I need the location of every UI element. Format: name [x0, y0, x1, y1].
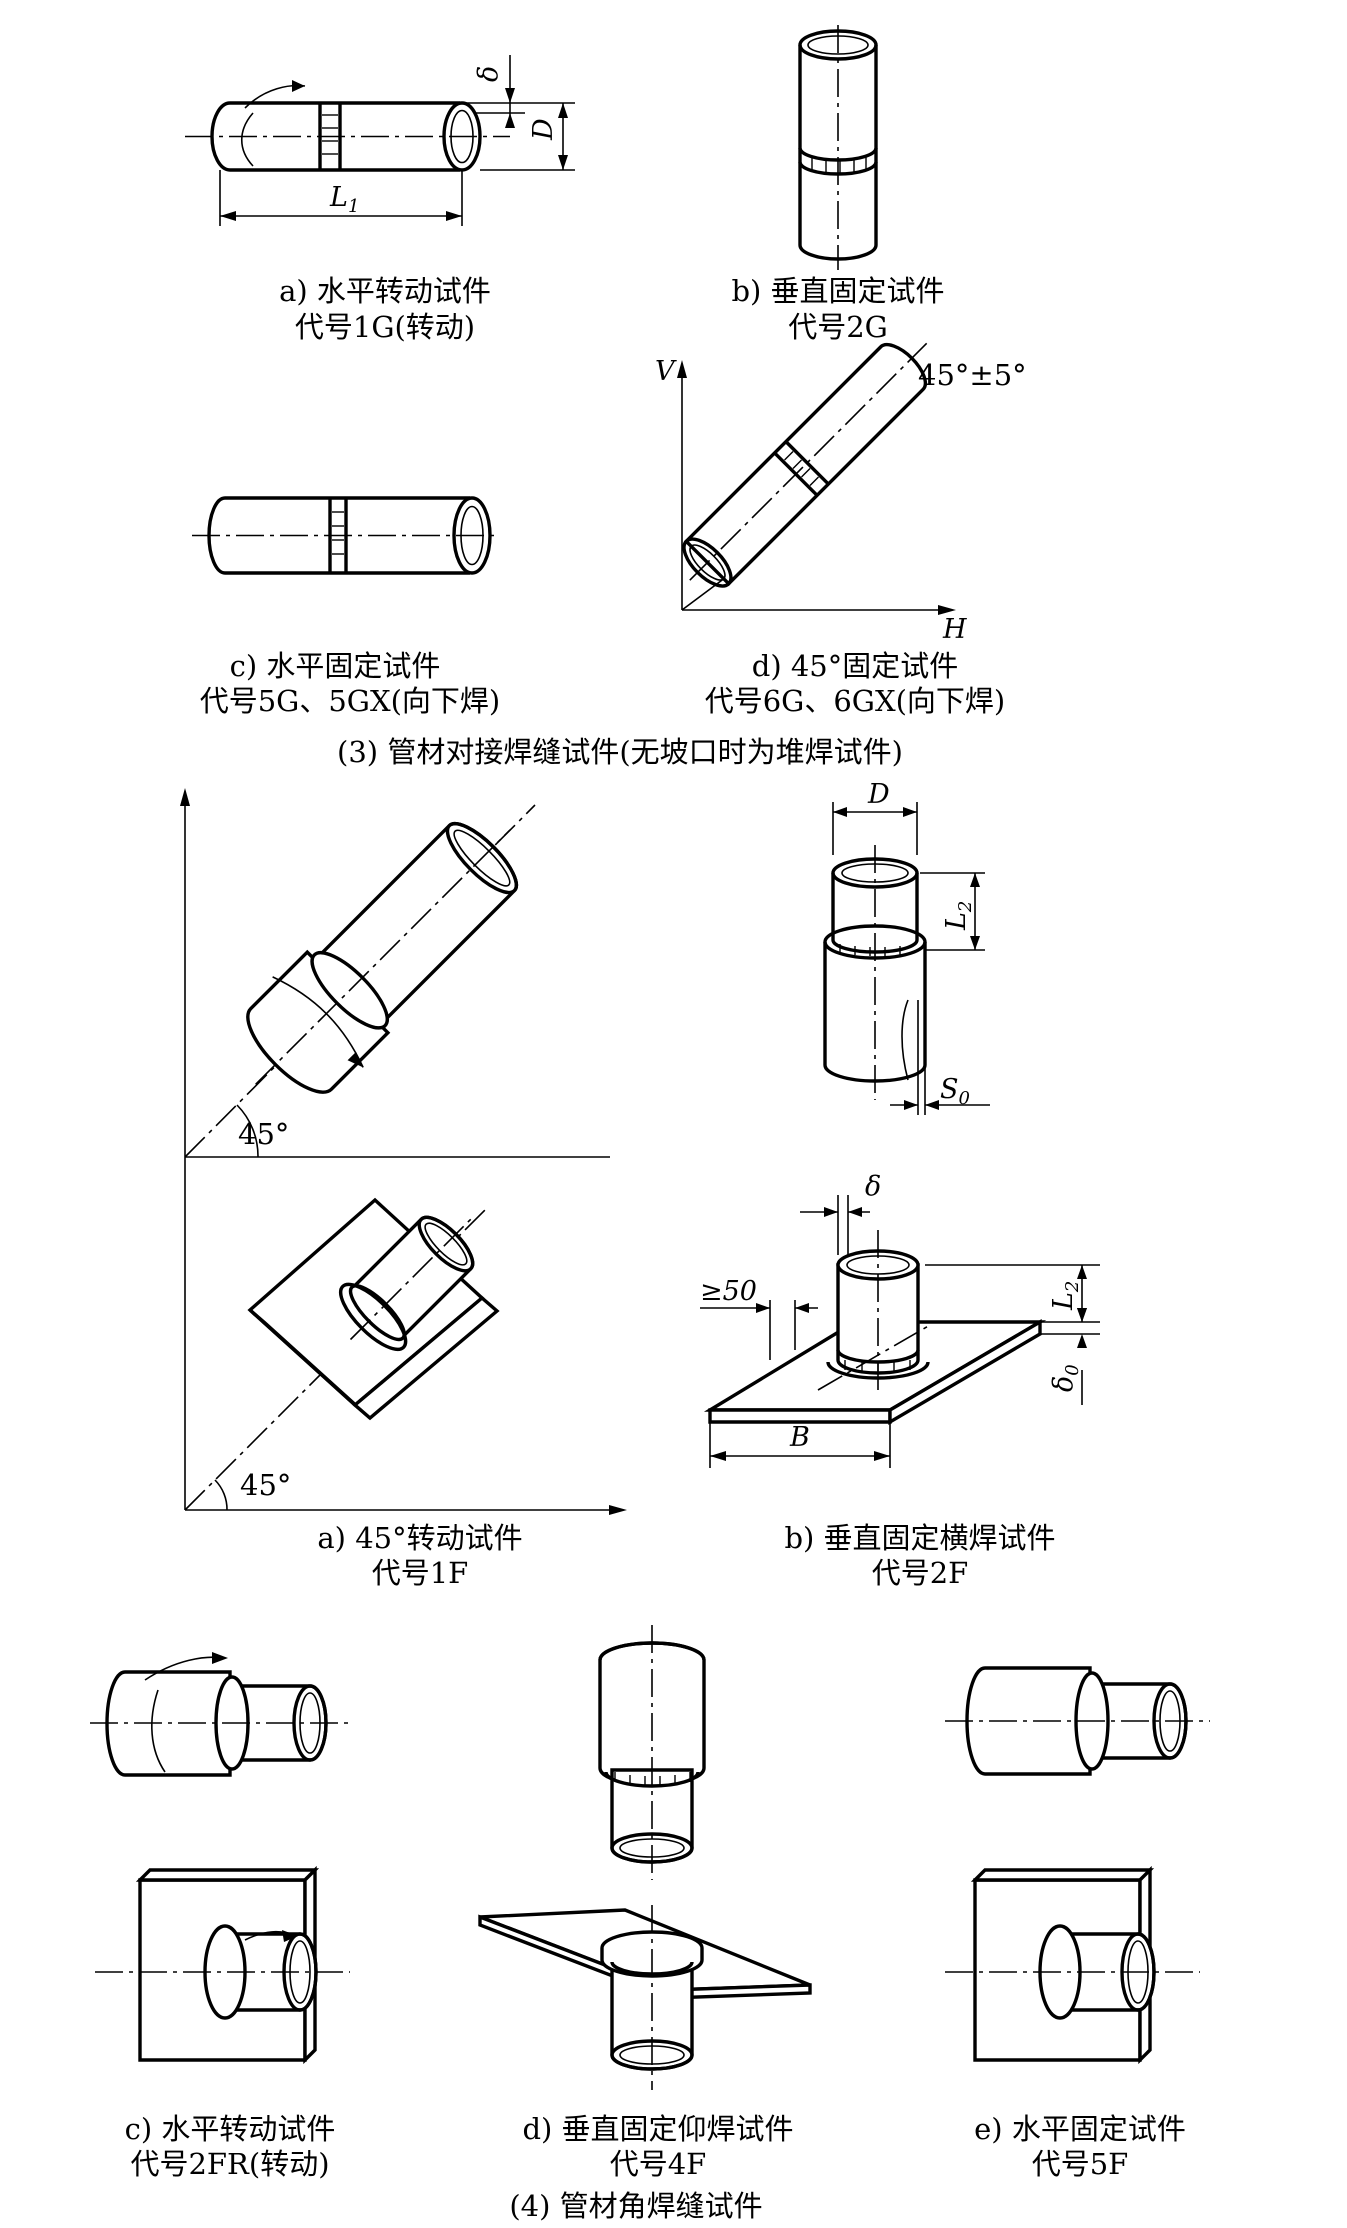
dim-B-4b: B — [789, 1422, 810, 1453]
diagram-3b-vertical-fixed: b) 垂直固定试件 代号2G — [731, 25, 945, 344]
caption-4c: c) 水平转动试件 — [125, 2112, 336, 2146]
caption-3c: c) 水平固定试件 — [230, 649, 441, 683]
diagram-4a-45deg-rotating: 45° 45° a) 45°转动试件 代号1F — [180, 788, 627, 1590]
code-3b: 代号2G — [788, 310, 888, 344]
angle-4a-lower: 45° — [240, 1468, 291, 1502]
caption-4b: b) 垂直固定横焊试件 — [784, 1521, 1055, 1555]
diagram-4e-horizontal-fixed: e) 水平固定试件 代号5F — [945, 1666, 1210, 2181]
code-4b: 代号2F — [872, 1556, 969, 1590]
code-4d: 代号4F — [610, 2147, 707, 2181]
section-3-title: (3) 管材对接焊缝试件(无坡口时为堆焊试件) — [337, 735, 903, 769]
dim-delta0-4b: δ0 — [1048, 1364, 1083, 1392]
diagram-3a-horizontal-rotating: L1 δ D a) 水平转动试件 代号1G(转动) — [185, 55, 575, 344]
diagram-3c-horizontal-fixed: c) 水平固定试件 代号5G、5GX(向下焊) — [192, 496, 501, 718]
diagram-4c-horizontal-rotating: c) 水平转动试件 代号2FR(转动) — [90, 1652, 350, 2181]
axis-H: H — [942, 614, 967, 645]
dim-L2b-4b: L2 — [1048, 1281, 1083, 1311]
caption-3a: a) 水平转动试件 — [279, 274, 491, 308]
code-3a: 代号1G(转动) — [295, 310, 475, 344]
dim-delta-3a: δ — [473, 66, 504, 82]
caption-3d: d) 45°固定试件 — [752, 649, 959, 683]
section-4-title: (4) 管材角焊缝试件 — [509, 2189, 762, 2223]
diagram-4d-vertical-fixed-overhead: d) 垂直固定仰焊试件 代号4F — [478, 1625, 812, 2181]
angle-3d: 45°±5° — [918, 358, 1027, 392]
axis-V: V — [655, 356, 677, 387]
code-4e: 代号5F — [1032, 2147, 1129, 2181]
diagram-4b-vertical-fixed-horizontal-weld: D L2 S0 δ — [700, 779, 1100, 1590]
dim-D-4b: D — [867, 779, 890, 810]
caption-4d: d) 垂直固定仰焊试件 — [522, 2112, 793, 2146]
angle-4a-upper: 45° — [238, 1117, 289, 1151]
code-4c: 代号2FR(转动) — [130, 2147, 329, 2181]
dim-D-3a: D — [528, 118, 559, 141]
code-4a: 代号1F — [372, 1556, 469, 1590]
caption-3b: b) 垂直固定试件 — [731, 274, 944, 308]
dim-delta-4b: δ — [865, 1171, 881, 1202]
dim-ge50-4b: ≥50 — [700, 1276, 757, 1307]
caption-4a: a) 45°转动试件 — [317, 1521, 522, 1555]
code-3d: 代号6G、6GX(向下焊) — [705, 684, 1006, 718]
dim-L1: L1 — [329, 182, 359, 217]
code-3c: 代号5G、5GX(向下焊) — [200, 684, 501, 718]
diagram-3d-45deg-fixed: V H 45°±5° d) 45°固定试件 代号6G、6GX(向下焊) — [655, 342, 1027, 718]
caption-4e: e) 水平固定试件 — [974, 2112, 1186, 2146]
dim-L2-4b: L2 — [941, 901, 976, 931]
dim-S0-4b: S0 — [940, 1074, 970, 1109]
